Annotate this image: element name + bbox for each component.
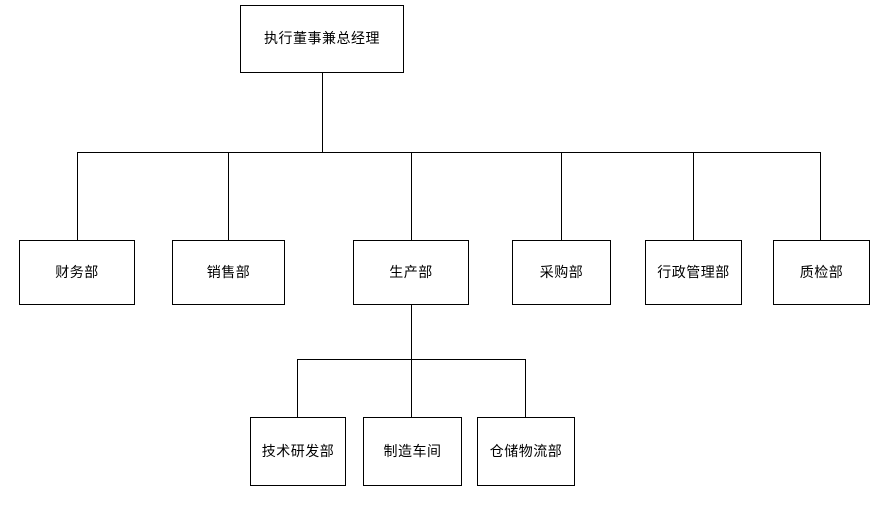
node-label: 行政管理部 [657,264,730,281]
node-label: 销售部 [206,264,251,281]
node-label: 制造车间 [383,443,442,460]
connector-drop-sales [228,152,229,240]
connector-drop-admin [693,152,694,240]
node-manufacturing-workshop[interactable]: 制造车间 [363,417,462,486]
node-procurement-department[interactable]: 采购部 [512,240,611,305]
node-label: 质检部 [799,264,844,281]
connector-drop-workshop [411,359,412,417]
node-label: 生产部 [389,264,433,281]
node-label: 采购部 [539,264,584,281]
node-label: 执行董事兼总经理 [264,31,380,47]
connector-level2-bus [77,152,821,153]
connector-drop-finance [77,152,78,240]
node-finance-department[interactable]: 财务部 [19,240,135,305]
connector-drop-logistics [525,359,526,417]
node-label: 技术研发部 [261,443,335,460]
connector-drop-procurement [561,152,562,240]
node-label: 财务部 [55,264,99,281]
connector-drop-quality [820,152,821,240]
node-technology-rnd-department[interactable]: 技术研发部 [250,417,346,486]
connector-root-stem [322,73,323,152]
node-quality-inspection-department[interactable]: 质检部 [773,240,870,305]
node-warehouse-logistics-department[interactable]: 仓储物流部 [477,417,575,486]
connector-drop-rnd [297,359,298,417]
connector-production-stem [411,305,412,359]
connector-drop-production [411,152,412,240]
node-production-department[interactable]: 生产部 [353,240,469,305]
node-label: 仓储物流部 [489,443,563,460]
node-executive-director-general-manager[interactable]: 执行董事兼总经理 [240,5,404,73]
node-sales-department[interactable]: 销售部 [172,240,285,305]
node-administration-department[interactable]: 行政管理部 [645,240,742,305]
